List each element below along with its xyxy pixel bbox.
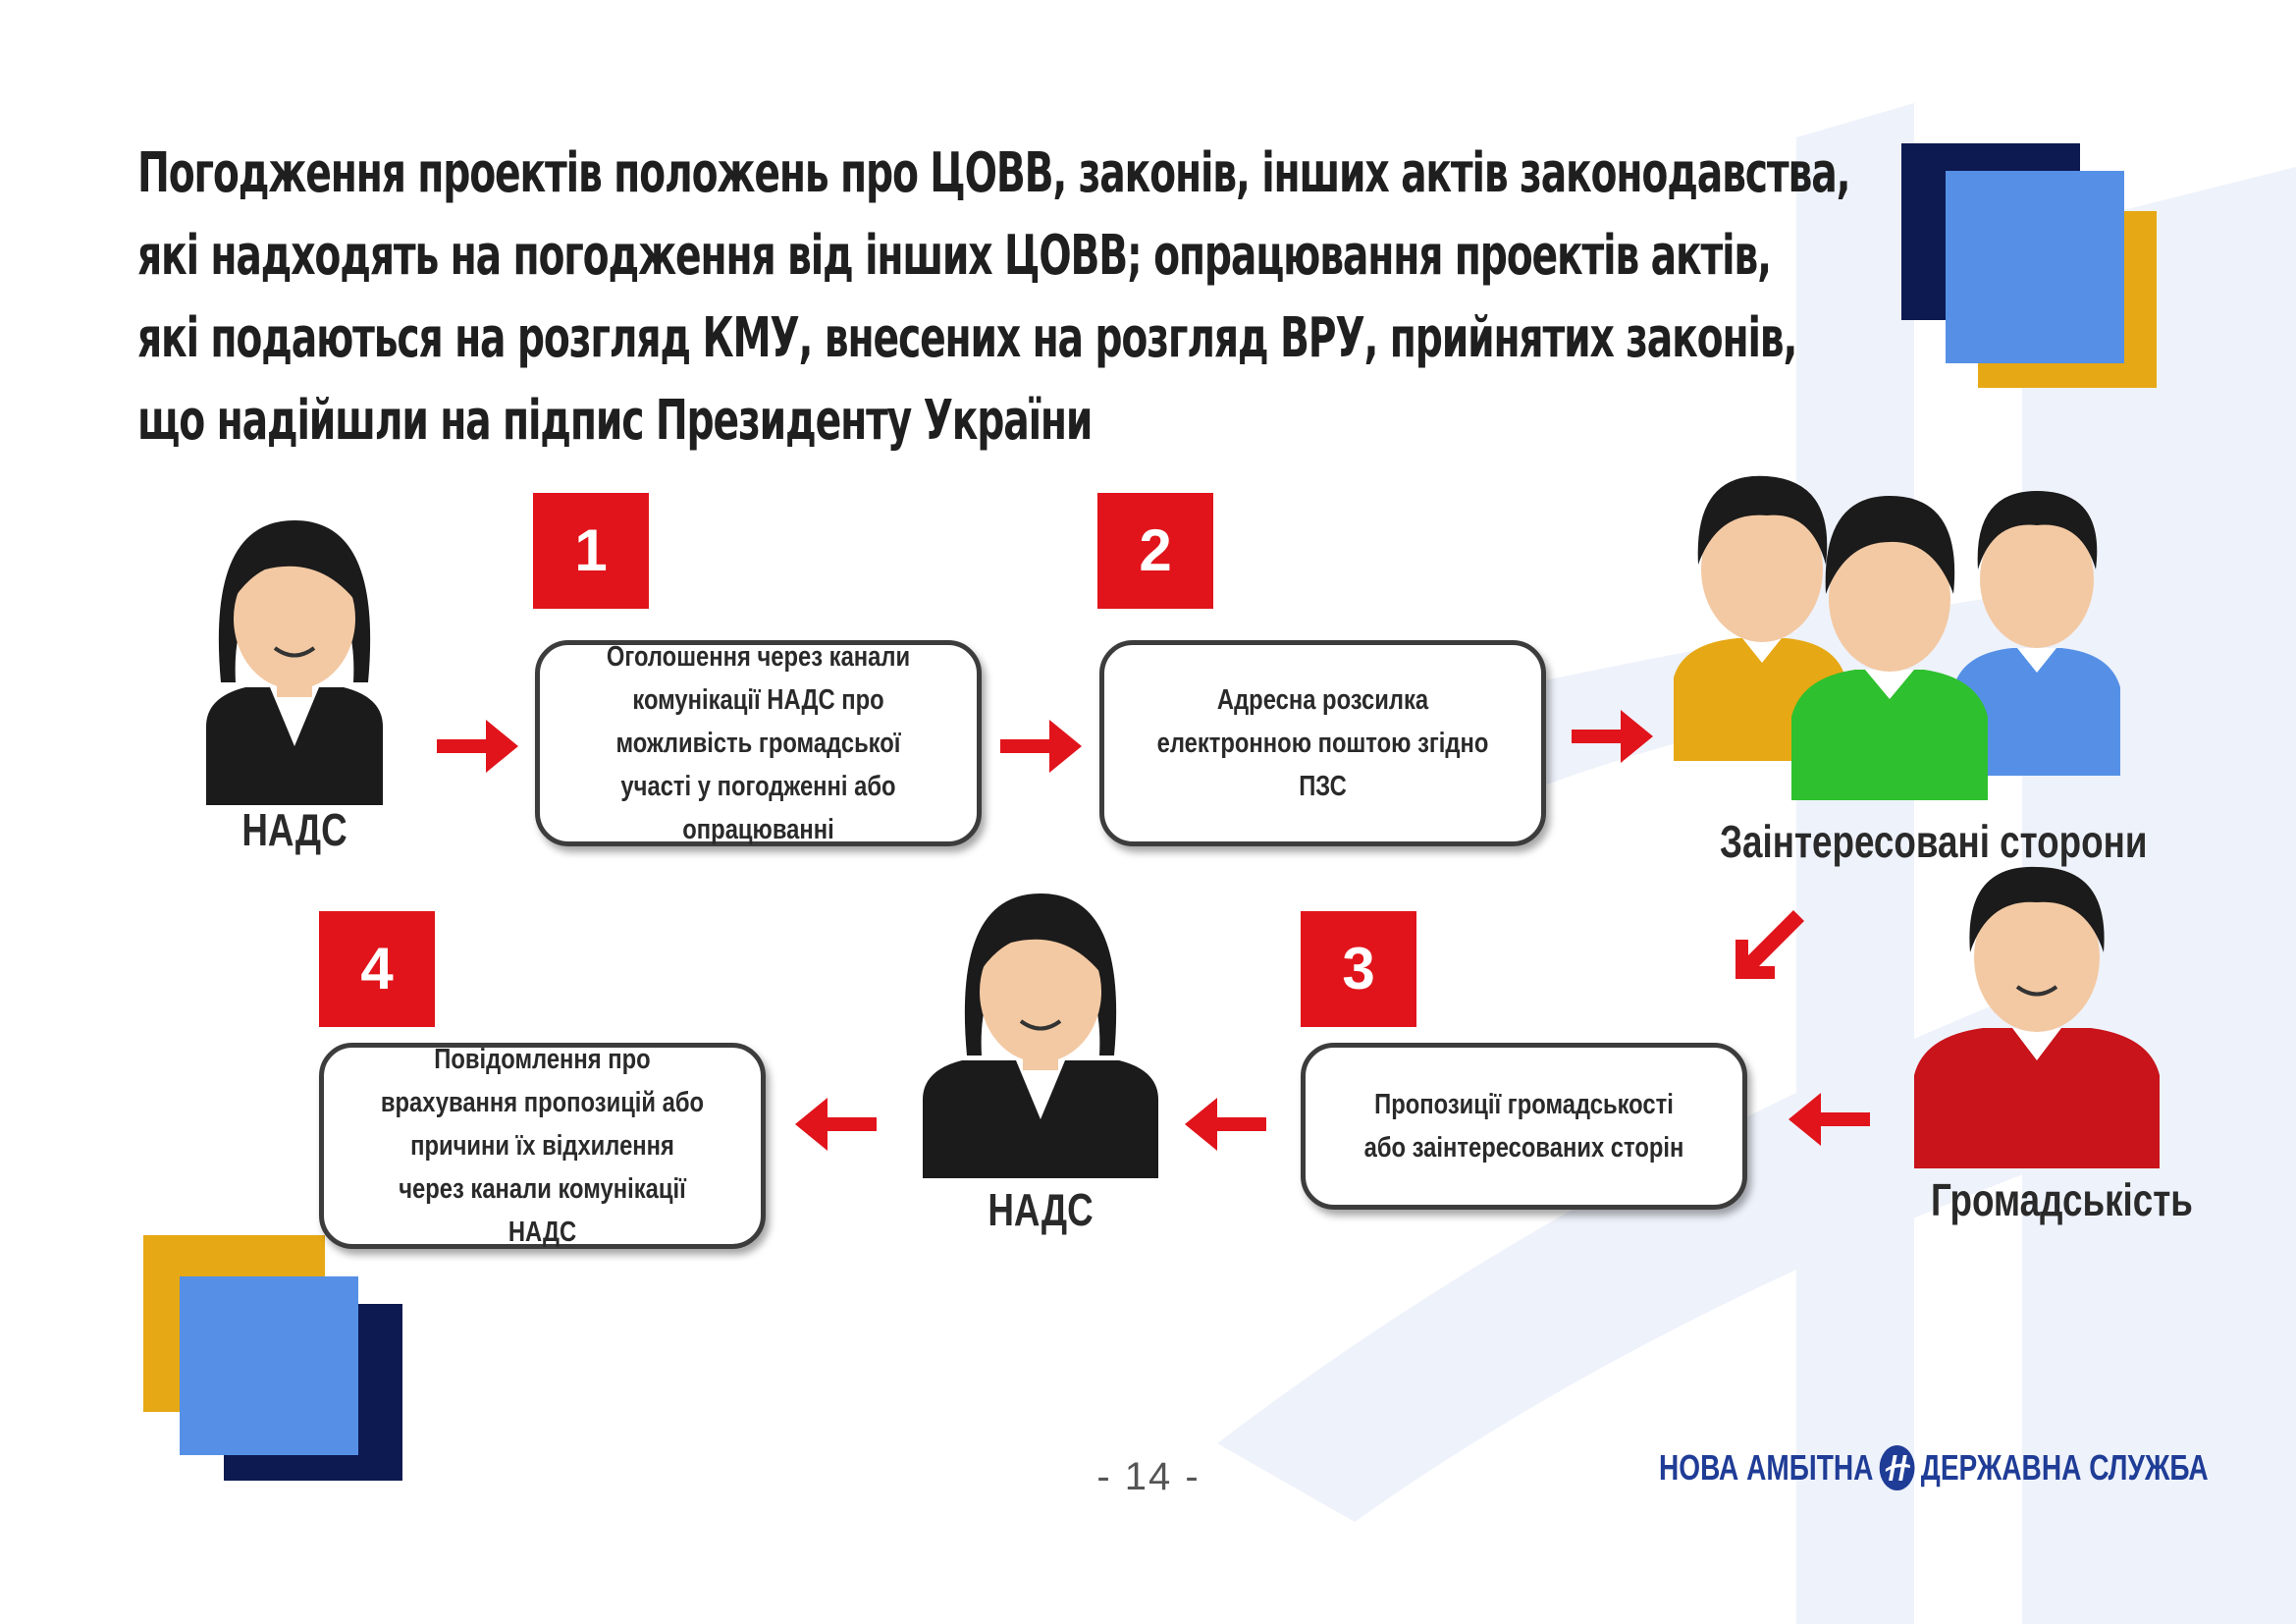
decor-squares-top: [1901, 143, 2157, 388]
public-person-icon: [1914, 866, 2160, 1168]
step-text-2: Адресна розсилка електронною поштою згід…: [1156, 684, 1489, 802]
step-badge-4: 4: [319, 911, 435, 1027]
step-text-4: Повідомлення про врахування пропозицій а…: [380, 1044, 705, 1248]
nads-woman-icon: [923, 893, 1158, 1178]
step-text-3: Пропозиції громадськості або заінтересов…: [1363, 1089, 1684, 1164]
page-heading: Погодження проектів положень про ЦОВВ, з…: [137, 133, 1851, 462]
heading-line-1: Погодження проектів положень про ЦОВВ, з…: [137, 141, 1851, 205]
stakeholders-label: Заінтересовані сторони: [1720, 816, 2148, 867]
arrow-left-icon: [1789, 1093, 1870, 1146]
decor-squares-bottom: [143, 1235, 402, 1481]
step-badge-1: 1: [533, 493, 649, 609]
brand-text-right: ДЕРЖАВНА СЛУЖБА: [1920, 1447, 2209, 1488]
brand-text-left: НОВА АМБІТНА: [1659, 1447, 1874, 1488]
brand-emblem-icon: [1879, 1445, 1915, 1490]
heading-line-3: які подаються на розгляд КМУ, внесених н…: [137, 306, 1797, 370]
page-number: - 14 -: [1096, 1455, 1201, 1498]
step-badge-3: 3: [1301, 911, 1416, 1027]
arrow-right-icon: [1572, 710, 1653, 763]
step-box-1: Оголошення через канали комунікації НАДС…: [535, 640, 982, 846]
nads-top-label: НАДС: [241, 804, 347, 855]
arrow-right-icon: [437, 720, 518, 773]
step-badge-2: 2: [1097, 493, 1213, 609]
heading-line-2: які надходять на погодження від інших ЦО…: [137, 224, 1772, 288]
arrow-left-icon: [1185, 1098, 1266, 1151]
step-box-2: Адресна розсилка електронною поштою згід…: [1099, 640, 1546, 846]
brand-logo: НОВА АМБІТНА ДЕРЖАВНА СЛУЖБА: [1659, 1443, 2209, 1492]
arrow-left-icon: [795, 1098, 877, 1151]
arrow-down-left-icon: [1735, 910, 1804, 979]
arrow-right-icon: [1000, 720, 1082, 773]
step-text-1: Оголошення через канали комунікації НАДС…: [606, 641, 911, 845]
heading-line-4: що надійшли на підпис Президенту України: [137, 389, 1093, 453]
stakeholders-group-icon: [1674, 475, 2120, 800]
public-label: Громадськість: [1931, 1174, 2193, 1225]
nads-woman-icon: [206, 520, 383, 805]
step-box-4: Повідомлення про врахування пропозицій а…: [319, 1043, 766, 1249]
step-box-3: Пропозиції громадськості або заінтересов…: [1301, 1043, 1747, 1210]
nads-bottom-label: НАДС: [988, 1184, 1094, 1235]
